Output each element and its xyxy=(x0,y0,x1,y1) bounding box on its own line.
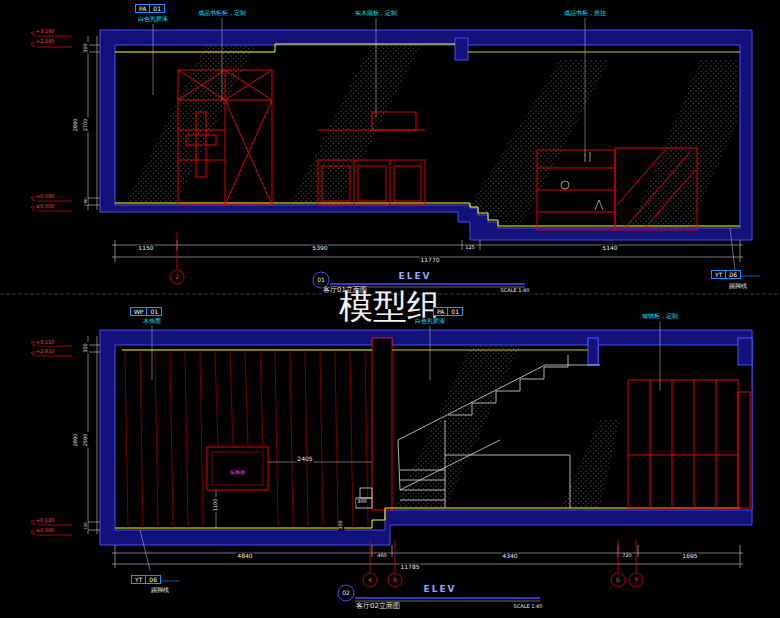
title-text: ELEV xyxy=(423,585,458,595)
title-text: SCALE 1:40 xyxy=(500,288,531,294)
dimension-text: 11785 xyxy=(399,564,420,571)
grid-number: 2 xyxy=(174,274,180,281)
dimension-text: +2.810 xyxy=(35,349,56,355)
dimension-text: 2890 xyxy=(73,433,79,448)
material-tag: YT06 xyxy=(711,270,741,279)
dimension-text: 2405 xyxy=(296,456,313,463)
tag-code: PA xyxy=(136,5,149,12)
dimension-text: 2590 xyxy=(83,433,89,448)
dimension-text: +0.120 xyxy=(35,518,56,524)
dimension-text: 4340 xyxy=(501,553,518,560)
tag-code: 01 xyxy=(146,308,161,315)
dimension-text: 300 xyxy=(356,499,368,505)
dimension-text: 2890 xyxy=(73,118,79,133)
dimension-text: 2700 xyxy=(83,118,89,133)
dimension-text: +0.090 xyxy=(35,194,56,200)
dimension-text: 4840 xyxy=(236,553,253,560)
dimension-text: 5140 xyxy=(601,245,618,252)
dimension-text: 11770 xyxy=(419,257,440,264)
title-text: 02 xyxy=(341,590,351,597)
material-note: 储物柜，定制 xyxy=(641,313,679,320)
tag-code: WP xyxy=(131,308,147,315)
material-tag: PA01 xyxy=(433,307,463,316)
title-text: 客厅02立面图 xyxy=(355,603,401,611)
title-text: ELEV xyxy=(398,272,433,282)
tag-code: PA xyxy=(434,308,447,315)
tag-code: 06 xyxy=(725,271,740,278)
material-note: 踢脚线 xyxy=(150,587,170,594)
title-text: 01 xyxy=(316,277,326,284)
material-note: 白色乳胶漆 xyxy=(414,318,446,325)
grid-number: 7 xyxy=(633,577,639,584)
dimension-text: 300 xyxy=(83,342,89,354)
dimension-text: 120 xyxy=(84,521,88,531)
tag-code: 01 xyxy=(447,308,462,315)
dimension-text: +3.110 xyxy=(35,340,56,346)
tag-code: YT xyxy=(132,576,145,583)
material-tag: WP01 xyxy=(130,307,162,316)
material-note: 成品书柜，悬挂 xyxy=(563,10,607,17)
material-tag: YT06 xyxy=(131,575,161,584)
dimension-text: 5390 xyxy=(311,245,328,252)
grid-number: 4 xyxy=(367,577,373,584)
tag-code: YT xyxy=(712,271,725,278)
dimension-text: 300 xyxy=(338,519,344,531)
material-note: 白色乳胶漆 xyxy=(137,16,169,23)
dimension-text: 125 xyxy=(464,245,476,251)
material-note: 成品书柜柜，定制 xyxy=(197,10,247,17)
dimension-text: +2.890 xyxy=(35,39,56,45)
grid-number: 6 xyxy=(615,577,621,584)
dimension-text: 1100 xyxy=(213,498,219,513)
material-tag: PA01 xyxy=(135,4,165,13)
material-note: 装饰画 xyxy=(229,470,246,476)
grid-number: 5 xyxy=(392,577,398,584)
dimension-text: 1150 xyxy=(137,245,154,252)
dimension-text: 90 xyxy=(84,197,88,204)
dimension-text: ±0.000 xyxy=(35,528,56,534)
dimension-text: 460 xyxy=(376,553,388,559)
dimension-text: +3.190 xyxy=(35,29,56,35)
title-text: SCALE 1:40 xyxy=(513,604,544,610)
tag-code: 06 xyxy=(145,576,160,583)
dimension-text: 300 xyxy=(83,42,89,54)
dimension-text: 1695 xyxy=(681,553,698,560)
material-note: 实木隔板，定制 xyxy=(354,10,398,17)
dimension-text: ±0.000 xyxy=(35,204,56,210)
material-note: 踢脚线 xyxy=(728,283,748,290)
material-note: 木饰面 xyxy=(142,318,162,325)
tag-code: 01 xyxy=(149,5,164,12)
dimension-text: 720 xyxy=(621,553,633,559)
